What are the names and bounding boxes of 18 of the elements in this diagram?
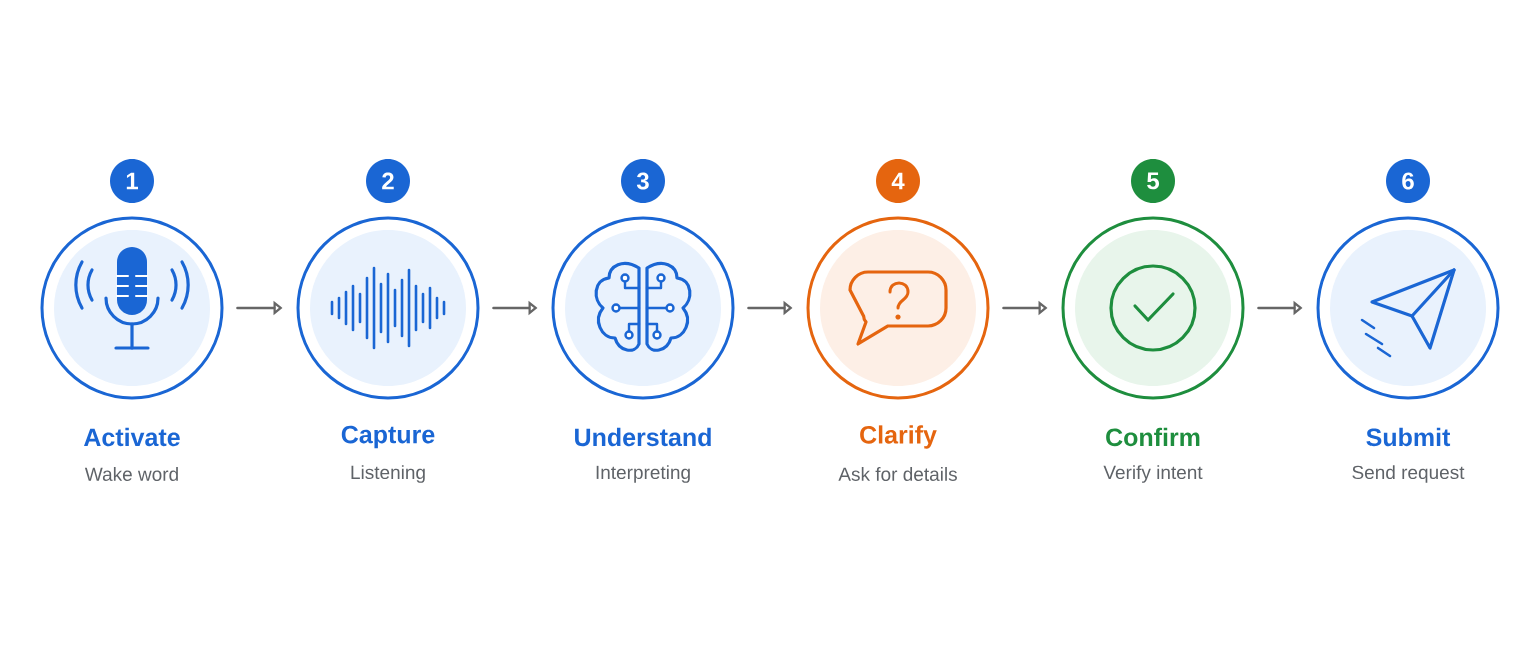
step-title: Capture (341, 425, 435, 449)
step-description: Send request (1352, 465, 1465, 483)
step-description: Verify intent (1103, 465, 1203, 483)
step-number-badge: 6 (1386, 159, 1430, 203)
step-description: Wake word (84, 467, 178, 481)
step-number-badge: 5 (1131, 159, 1175, 203)
step-description: Interpreting (596, 465, 690, 483)
step-number-badge: 2 (366, 159, 410, 203)
step-title: Submit (1366, 427, 1451, 447)
step-title: Understand (575, 427, 711, 447)
step-title: Clarify (860, 425, 937, 449)
step-title: Activate (84, 427, 180, 447)
step-description: Listening (351, 465, 425, 483)
step-number-badge: 1 (110, 159, 154, 203)
step-title: Confirm (1106, 427, 1200, 447)
step-description: Ask for details (838, 467, 957, 481)
step-number-badge: 3 (621, 159, 665, 203)
step-number-badge: 4 (876, 159, 920, 203)
